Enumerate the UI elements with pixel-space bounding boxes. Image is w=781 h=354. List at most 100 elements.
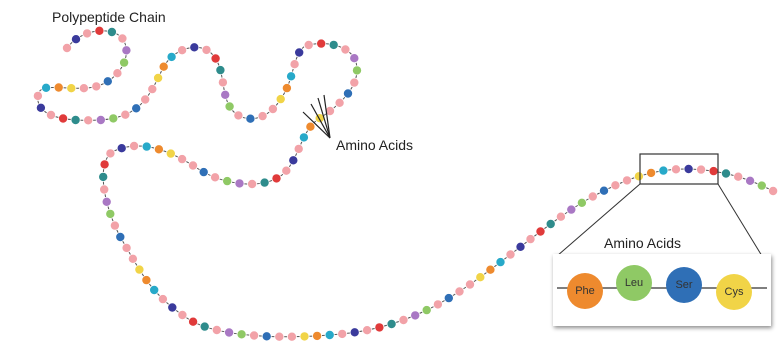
amino-acid-bead bbox=[271, 173, 282, 184]
amino-acid-bead bbox=[756, 180, 767, 191]
amino-acid-bead bbox=[288, 155, 299, 166]
amino-acid-bead bbox=[217, 77, 228, 88]
amino-acid-bead bbox=[41, 82, 52, 93]
amino-acid-bead bbox=[386, 318, 397, 329]
amino-acid-bead bbox=[286, 71, 297, 82]
amino-acid-bead bbox=[66, 83, 77, 94]
amino-acid-bead bbox=[443, 293, 454, 304]
amino-acid-bead bbox=[671, 164, 682, 175]
zoom-box bbox=[639, 153, 719, 185]
amino-acid-bead bbox=[261, 331, 272, 342]
amino-acid-bead bbox=[141, 275, 152, 286]
amino-acid-bead bbox=[141, 141, 152, 152]
residue-leu bbox=[616, 265, 652, 301]
residue-label-cys: Cys bbox=[724, 286, 744, 298]
amino-acid-bead bbox=[610, 180, 621, 191]
amino-acid-bead bbox=[177, 45, 188, 56]
amino-acid-bead bbox=[432, 299, 443, 310]
amino-acid-bead bbox=[305, 121, 316, 132]
amino-acid-bead bbox=[233, 110, 244, 121]
amino-acid-bead bbox=[99, 184, 110, 195]
amino-acid-bead bbox=[106, 26, 117, 37]
amino-acid-bead bbox=[83, 115, 94, 126]
amino-acid-bead bbox=[99, 159, 110, 170]
amino-acid-bead bbox=[658, 165, 669, 176]
amino-acid-bead bbox=[464, 279, 475, 290]
amino-acid-bead bbox=[515, 241, 526, 252]
amino-acid-bead bbox=[70, 115, 81, 126]
amino-acid-bead bbox=[112, 68, 123, 79]
amino-acid-bead bbox=[222, 176, 233, 187]
amino-acid-bead bbox=[105, 148, 116, 159]
amino-acid-bead bbox=[119, 57, 130, 68]
amino-acid-bead bbox=[312, 330, 323, 341]
amino-acid-bead bbox=[349, 327, 360, 338]
amino-acid-bead bbox=[129, 140, 140, 151]
amino-acid-bead bbox=[94, 25, 105, 36]
amino-acid-bead bbox=[599, 185, 610, 196]
amino-acid-bead bbox=[708, 166, 719, 177]
amino-acid-bead bbox=[294, 47, 305, 58]
amino-acid-bead bbox=[224, 327, 235, 338]
amino-acid-bead bbox=[167, 302, 178, 313]
amino-acid-bead bbox=[768, 185, 779, 196]
amino-acid-bead bbox=[267, 104, 278, 115]
residue-cys bbox=[716, 274, 752, 310]
amino-acid-bead bbox=[259, 177, 270, 188]
amino-acid-bead bbox=[158, 61, 169, 72]
amino-acid-bead bbox=[236, 329, 247, 340]
amino-acid-bead bbox=[127, 253, 138, 264]
amino-acid-bead bbox=[109, 220, 120, 231]
amino-acid-bead bbox=[95, 115, 106, 126]
amino-acid-bead bbox=[198, 167, 209, 178]
amino-acid-bead bbox=[733, 171, 744, 182]
amino-acid-bead bbox=[351, 65, 362, 76]
amino-acid-bead bbox=[117, 33, 128, 44]
amino-acid-bead bbox=[303, 40, 314, 51]
amino-acid-bead bbox=[187, 160, 198, 171]
amino-acid-bead bbox=[108, 113, 119, 124]
amino-acid-bead bbox=[349, 77, 360, 88]
amino-acid-bead bbox=[62, 43, 73, 54]
residue-ser bbox=[666, 267, 702, 303]
amino-acid-bead bbox=[166, 51, 177, 62]
amino-acid-bead bbox=[245, 113, 256, 124]
amino-acid-bead bbox=[177, 154, 188, 165]
amino-acid-bead bbox=[340, 44, 351, 55]
amino-acid-bead bbox=[102, 76, 113, 87]
amino-acid-bead bbox=[177, 309, 188, 320]
amino-acid-bead bbox=[131, 103, 142, 114]
amino-acid-bead bbox=[153, 144, 164, 155]
amino-acid-bead bbox=[116, 143, 127, 154]
amino-acid-beads bbox=[32, 25, 779, 342]
amino-acid-bead bbox=[224, 101, 235, 112]
amino-acid-bead bbox=[324, 106, 335, 117]
amino-acid-bead bbox=[275, 94, 286, 105]
amino-acid-bead bbox=[349, 53, 360, 64]
amino-acid-bead bbox=[622, 175, 633, 186]
amino-acid-bead bbox=[210, 172, 221, 183]
amino-acid-bead bbox=[342, 88, 353, 99]
zoom-line-left bbox=[556, 183, 641, 257]
amino-acid-bead bbox=[646, 167, 657, 178]
amino-acid-bead bbox=[475, 272, 486, 283]
amino-acid-bead bbox=[134, 264, 145, 275]
amino-acid-bead bbox=[201, 44, 212, 55]
amino-acid-bead bbox=[220, 89, 231, 100]
amino-acid-bead bbox=[274, 331, 285, 342]
amino-acid-bead bbox=[98, 171, 109, 182]
amino-acid-bead bbox=[149, 284, 160, 295]
amino-acid-bead bbox=[105, 208, 116, 219]
amino-acid-bead bbox=[32, 90, 43, 101]
amino-acid-bead bbox=[189, 42, 200, 53]
amino-acid-bead bbox=[293, 143, 304, 154]
amino-acid-bead bbox=[316, 38, 327, 49]
amino-acid-bead bbox=[215, 65, 226, 76]
amino-acid-bead bbox=[328, 39, 339, 50]
amino-acid-bead bbox=[120, 109, 131, 120]
amino-acid-bead bbox=[210, 53, 221, 64]
amino-acid-bead bbox=[58, 113, 69, 124]
amino-acid-bead bbox=[374, 322, 385, 333]
amino-acid-bead bbox=[281, 83, 292, 94]
